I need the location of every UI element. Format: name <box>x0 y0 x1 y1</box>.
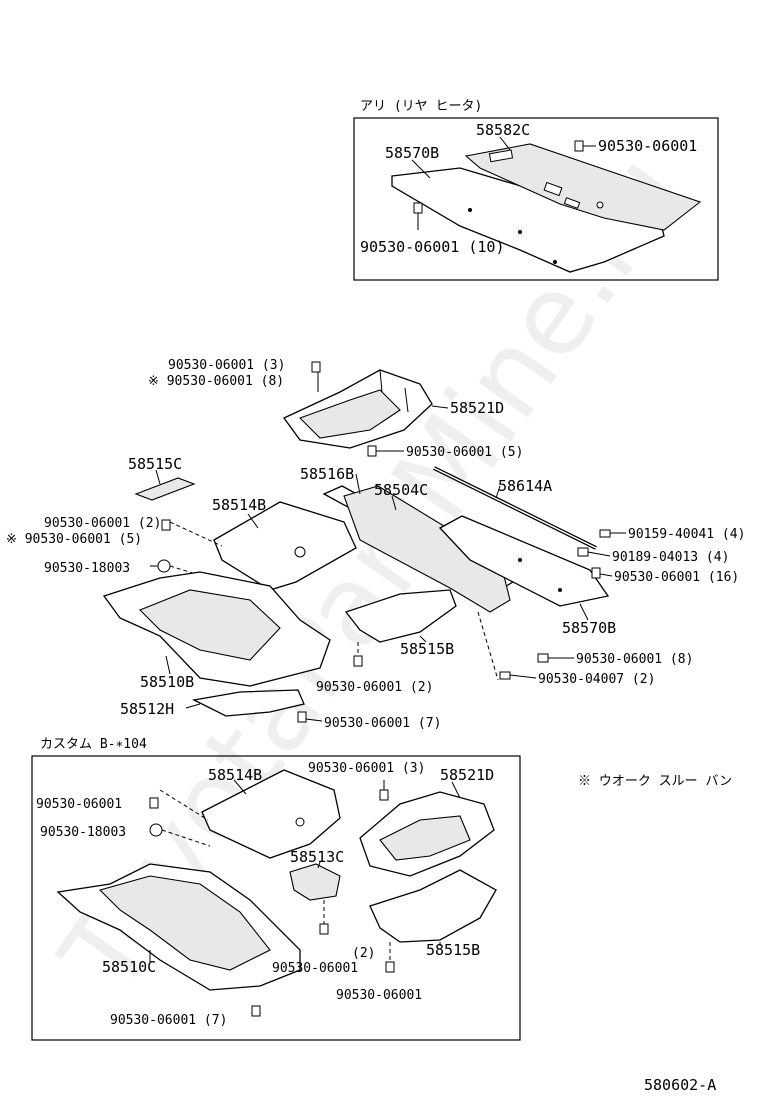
label-58570B: 58570B <box>562 619 616 637</box>
part-58512H <box>191 689 305 717</box>
custom-label-clip-count: (2) <box>352 946 375 961</box>
label-clip-rear-10: 90530-06001 (10) <box>360 238 505 256</box>
label-clip-rear: 90530-06001 <box>598 137 697 155</box>
custom-part-58514B <box>201 769 341 859</box>
label-04007: 90530-04007 (2) <box>538 672 655 687</box>
label-58514B: 58514B <box>212 496 266 514</box>
custom-label-58513C: 58513C <box>290 848 344 866</box>
label-clip-5b: ※ 90530-06001 (5) <box>6 532 142 547</box>
label-58516B: 58516B <box>300 465 354 483</box>
label-clip-3: 90530-06001 (3) <box>168 358 285 373</box>
bolt-icon <box>599 529 626 538</box>
custom-title: カスタム B-∗104 <box>40 737 147 752</box>
label-clip-2a: 90530-06001 (2) <box>44 516 161 531</box>
label-58521D: 58521D <box>450 399 504 417</box>
label-58515C: 58515C <box>128 455 182 473</box>
label-clip-5a: 90530-06001 (5) <box>406 445 523 460</box>
note-walk-through-van: ※ ウオーク スルー バン <box>578 774 732 789</box>
custom-label-clip-3: 90530-06001 (3) <box>308 761 425 776</box>
clip-icon <box>161 519 171 531</box>
custom-box: カスタム B-∗104 58514B 90530-06001 (3) <box>31 737 521 1041</box>
label-58504C: 58504C <box>374 481 428 499</box>
label-58510B: 58510B <box>140 673 194 691</box>
part-58514B <box>213 501 357 591</box>
main-assembly: 90530-06001 (3) ※ 90530-06001 (8) 58521D… <box>6 358 745 731</box>
clip-icon <box>367 445 377 457</box>
custom-label-clip: 90530-06001 <box>36 797 122 812</box>
label-clip-8b: 90530-06001 (8) <box>576 652 693 667</box>
grommet-icon <box>150 559 171 573</box>
clip-icon <box>297 711 307 723</box>
clip-icon <box>379 789 389 801</box>
part-58504C <box>343 485 511 613</box>
label-clip-8: ※ 90530-06001 (8) <box>148 374 284 389</box>
label-58515B: 58515B <box>400 640 454 658</box>
rear-heater-title: アリ (リヤ ヒータ) <box>360 99 482 114</box>
clip-icon <box>413 202 423 230</box>
clip-icon <box>149 797 159 809</box>
figure-code: 580602-A <box>644 1076 716 1094</box>
part-58521D <box>283 369 433 449</box>
part-58515B <box>344 589 457 643</box>
silencer-58582C <box>464 143 702 231</box>
clip-icon <box>385 961 395 973</box>
label-90159: 90159-40041 (4) <box>628 527 745 542</box>
custom-part-58515B <box>369 869 497 943</box>
label-clip-16: 90530-06001 (16) <box>614 570 739 585</box>
label-58570B-rear: 58570B <box>385 144 439 162</box>
label-18003: 90530-18003 <box>44 561 130 576</box>
custom-label-58515B: 58515B <box>426 941 480 959</box>
clip-icon <box>251 1005 261 1017</box>
label-clip-2b: 90530-06001 (2) <box>316 680 433 695</box>
custom-label-58514B: 58514B <box>208 766 262 784</box>
custom-label-58510C: 58510C <box>102 958 156 976</box>
clip-icon <box>319 923 329 935</box>
part-58570B <box>438 515 610 607</box>
part-58515C <box>134 477 196 501</box>
label-58512H: 58512H <box>120 700 174 718</box>
nut-icon <box>577 547 611 557</box>
grommet-icon <box>149 823 163 837</box>
rear-heater-frame <box>353 117 719 281</box>
screw-icon <box>499 671 511 680</box>
label-90189: 90189-04013 (4) <box>612 550 729 565</box>
label-58614A: 58614A <box>498 477 552 495</box>
custom-part-58513C <box>289 863 341 901</box>
custom-label-58521D: 58521D <box>440 766 494 784</box>
clip-icon <box>311 361 321 373</box>
custom-frame <box>31 755 521 1041</box>
clip-icon <box>537 653 549 663</box>
rear-heater-box: アリ (リヤ ヒータ) 58582C 58570B 90530-06001 90… <box>353 99 719 281</box>
clip-icon <box>591 567 613 579</box>
custom-label-clip-7: 90530-06001 (7) <box>110 1013 227 1028</box>
custom-label-clip-c: 90530-06001 <box>336 988 422 1003</box>
label-clip-7: 90530-06001 (7) <box>324 716 441 731</box>
clip-icon <box>574 140 596 152</box>
custom-label-clip-b: 90530-06001 <box>272 961 358 976</box>
custom-label-18003: 90530-18003 <box>40 825 126 840</box>
clip-icon <box>353 655 363 667</box>
label-58582C: 58582C <box>476 121 530 139</box>
